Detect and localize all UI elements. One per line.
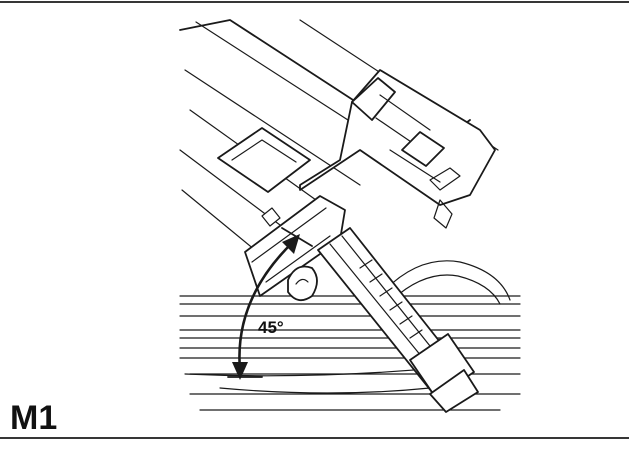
- figure-label: M1: [10, 399, 57, 437]
- angle-arrow-icon: [227, 227, 313, 380]
- angle-label: 45°: [258, 318, 284, 337]
- arrowhead-bottom: [232, 362, 248, 380]
- pivot-knob: [287, 265, 318, 302]
- adjustment-shaft: [317, 227, 479, 413]
- saw-blade: [384, 260, 511, 305]
- tilt-bracket: [299, 69, 496, 229]
- arrowhead-top: [282, 234, 300, 254]
